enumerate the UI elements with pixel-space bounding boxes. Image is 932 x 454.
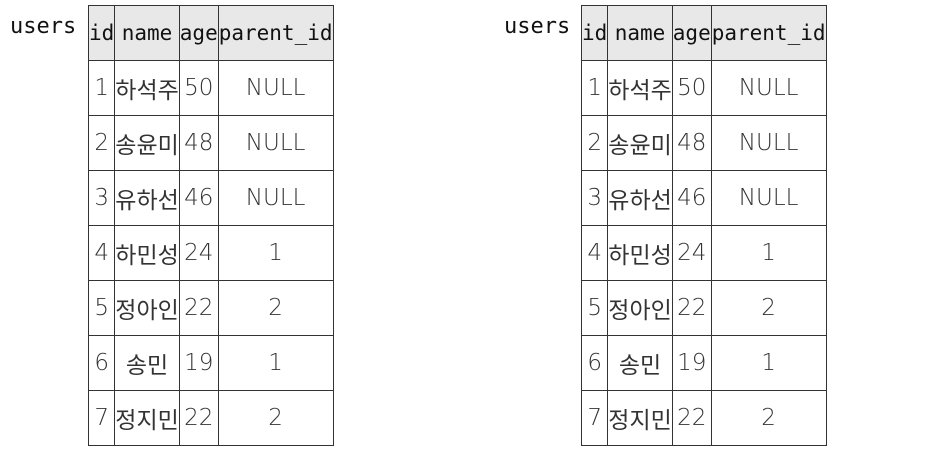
table-row: 3 유하선 46 NULL (87, 170, 334, 226)
column-header-id: id (580, 5, 609, 61)
cell-parent-id: NULL (710, 60, 827, 116)
cell-parent-id: 1 (217, 335, 334, 391)
cell-age: 48 (671, 115, 712, 171)
table-row: 3 유하선 46 NULL (580, 170, 827, 226)
cell-age: 22 (178, 390, 219, 446)
cell-name: 정지민 (607, 390, 673, 446)
cell-id: 5 (87, 280, 116, 336)
cell-name: 정아인 (114, 280, 180, 336)
cell-parent-id: NULL (710, 115, 827, 171)
table-row: 5 정아인 22 2 (580, 280, 827, 336)
cell-age: 24 (178, 225, 219, 281)
cell-age: 24 (671, 225, 712, 281)
cell-id: 3 (87, 170, 116, 226)
table-row: 7 정지민 22 2 (580, 390, 827, 446)
column-header-name: name (607, 5, 673, 61)
cell-name: 송민 (114, 335, 180, 391)
table-row: 6 송민 19 1 (87, 335, 334, 391)
cell-age: 22 (178, 280, 219, 336)
column-header-id: id (87, 5, 116, 61)
cell-name: 정지민 (114, 390, 180, 446)
cell-parent-id: NULL (217, 60, 334, 116)
cell-id: 1 (87, 60, 116, 116)
cell-name: 유하선 (114, 170, 180, 226)
cell-age: 50 (178, 60, 219, 116)
cell-age: 19 (178, 335, 219, 391)
cell-parent-id: NULL (710, 170, 827, 226)
cell-id: 6 (87, 335, 116, 391)
table-label: users (504, 14, 571, 39)
cell-parent-id: 2 (217, 280, 334, 336)
cell-id: 2 (87, 115, 116, 171)
cell-parent-id: 1 (710, 225, 827, 281)
column-header-parent-id: parent_id (710, 5, 827, 61)
cell-age: 22 (671, 280, 712, 336)
cell-age: 22 (671, 390, 712, 446)
column-header-age: age (671, 5, 712, 61)
cell-name: 하민성 (607, 225, 673, 281)
table-row: 1 하석주 50 NULL (87, 60, 334, 116)
column-header-name: name (114, 5, 180, 61)
header-row: id name age parent_id (580, 5, 827, 61)
table-row: 1 하석주 50 NULL (580, 60, 827, 116)
cell-age: 50 (671, 60, 712, 116)
cell-parent-id: 1 (217, 225, 334, 281)
cell-id: 4 (87, 225, 116, 281)
cell-name: 송민 (607, 335, 673, 391)
table-label: users (10, 14, 77, 39)
cell-age: 48 (178, 115, 219, 171)
cell-age: 19 (671, 335, 712, 391)
cell-id: 4 (580, 225, 609, 281)
cell-id: 7 (87, 390, 116, 446)
column-header-age: age (178, 5, 219, 61)
cell-name: 정아인 (607, 280, 673, 336)
table-row: 4 하민성 24 1 (87, 225, 334, 281)
cell-parent-id: 2 (710, 280, 827, 336)
cell-id: 5 (580, 280, 609, 336)
header-row: id name age parent_id (87, 5, 334, 61)
table-row: 5 정아인 22 2 (87, 280, 334, 336)
table-row: 4 하민성 24 1 (580, 225, 827, 281)
cell-id: 1 (580, 60, 609, 116)
data-table: id name age parent_id 1 하석주 50 NULL 2 송윤… (580, 5, 827, 446)
column-header-parent-id: parent_id (217, 5, 334, 61)
cell-id: 7 (580, 390, 609, 446)
data-table: id name age parent_id 1 하석주 50 NULL 2 송윤… (87, 5, 334, 446)
cell-name: 송윤미 (607, 115, 673, 171)
cell-name: 하민성 (114, 225, 180, 281)
cell-id: 2 (580, 115, 609, 171)
cell-parent-id: 2 (217, 390, 334, 446)
cell-parent-id: 1 (710, 335, 827, 391)
cell-parent-id: 2 (710, 390, 827, 446)
cell-age: 46 (671, 170, 712, 226)
cell-id: 6 (580, 335, 609, 391)
table-row: 7 정지민 22 2 (87, 390, 334, 446)
table-row: 6 송민 19 1 (580, 335, 827, 391)
cell-name: 송윤미 (114, 115, 180, 171)
cell-parent-id: NULL (217, 115, 334, 171)
cell-name: 유하선 (607, 170, 673, 226)
table-row: 2 송윤미 48 NULL (87, 115, 334, 171)
table-row: 2 송윤미 48 NULL (580, 115, 827, 171)
cell-age: 46 (178, 170, 219, 226)
cell-id: 3 (580, 170, 609, 226)
cell-name: 하석주 (114, 60, 180, 116)
cell-name: 하석주 (607, 60, 673, 116)
cell-parent-id: NULL (217, 170, 334, 226)
